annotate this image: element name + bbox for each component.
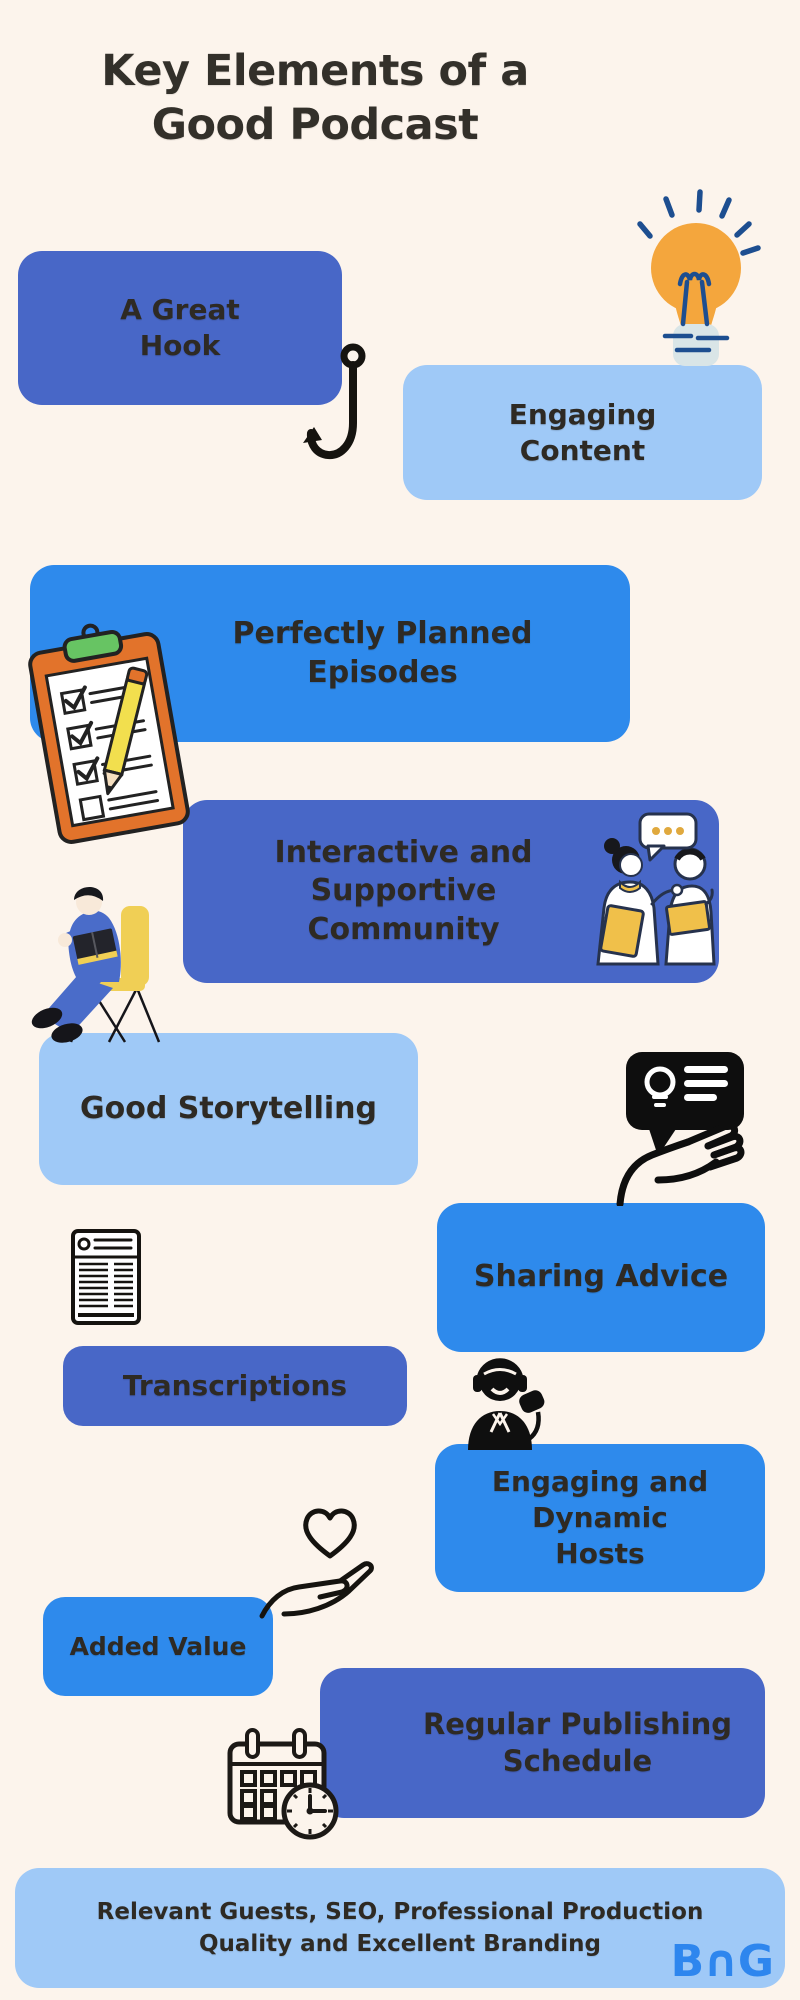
footer-text: Relevant Guests, SEO, Professional Produ… (96, 1898, 704, 1957)
reader-illustration (25, 876, 175, 1044)
transcript-document-icon (70, 1228, 142, 1326)
lightbulb-icon (628, 186, 762, 370)
hook-icon (303, 342, 369, 470)
card-label: Added Value (69, 1631, 247, 1661)
card-good-storytelling: Good Storytelling (39, 1033, 418, 1185)
card-sharing-advice: Sharing Advice (437, 1203, 765, 1352)
page-title: Key Elements of a Good Podcast (101, 46, 529, 151)
hand-heart-icon (254, 1500, 380, 1620)
card-label: Sharing Advice (473, 1259, 729, 1295)
advice-bubble-hand-icon (604, 1052, 768, 1206)
community-illustration (578, 812, 716, 966)
clipboard-checklist-icon (5, 607, 213, 869)
podcast-host-icon (460, 1352, 550, 1450)
card-label: Good Storytelling (79, 1090, 378, 1126)
brand-logo: B∩G (670, 1936, 774, 1987)
card-label: Transcriptions (122, 1369, 348, 1403)
card-added-value: Added Value (43, 1597, 273, 1696)
footer-summary-bar: Relevant Guests, SEO, Professional Produ… (15, 1868, 785, 1988)
calendar-clock-icon (222, 1726, 342, 1840)
card-transcriptions: Transcriptions (63, 1346, 407, 1426)
